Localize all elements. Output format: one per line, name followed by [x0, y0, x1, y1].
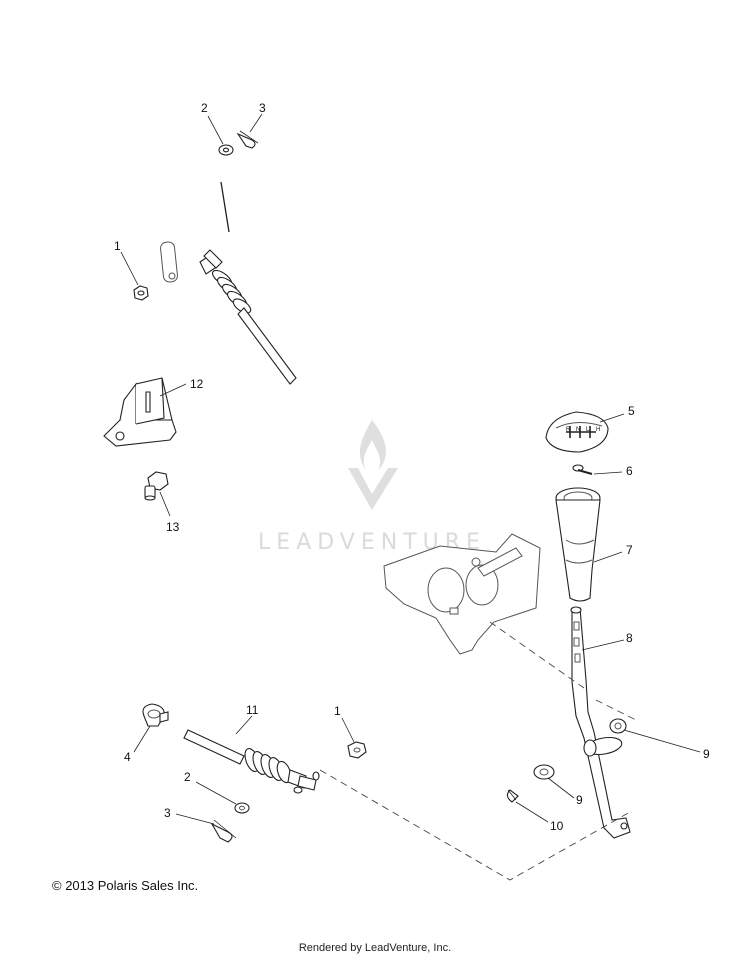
callout-13: 13 — [166, 520, 180, 534]
callout-3-bottom: 3 — [164, 806, 171, 820]
hex-nut-part — [133, 285, 149, 301]
callout-7: 7 — [626, 543, 633, 557]
callout-1-bottom: 1 — [334, 704, 341, 718]
bracket-part — [103, 377, 177, 447]
leader-8 — [581, 639, 625, 651]
leader-6 — [593, 471, 623, 475]
shift-knob-part — [545, 411, 609, 453]
assembly-dash-line-c — [595, 699, 637, 721]
screw-part — [572, 464, 593, 475]
assembly-dash-line-b — [319, 769, 631, 881]
v-logo-icon — [348, 468, 398, 510]
leader-5 — [599, 413, 625, 423]
bushing-right-part — [609, 718, 627, 734]
washer-hole — [222, 147, 230, 153]
e-clip-part — [506, 789, 519, 803]
cotter-pin-part — [236, 130, 259, 149]
hex-nut-lower-part — [347, 741, 367, 759]
svg-text:H: H — [596, 427, 600, 433]
callout-3-top: 3 — [259, 101, 266, 115]
bushing-lower-part — [533, 764, 555, 780]
leader-13 — [159, 491, 171, 517]
shift-pattern-icon — [566, 426, 596, 438]
shift-boot-part — [555, 487, 601, 602]
shift-lever-part — [570, 606, 631, 839]
leader-3-bottom — [175, 813, 215, 825]
leadventure-watermark: LEADVENTURE — [258, 420, 480, 555]
svg-text:L: L — [586, 427, 590, 433]
assembly-dash-line-a — [489, 621, 585, 689]
callout-9-right: 9 — [703, 747, 710, 761]
leader-2-top — [207, 115, 224, 145]
callout-6: 6 — [626, 464, 633, 478]
leader-2-bottom — [195, 781, 237, 805]
callout-10: 10 — [550, 819, 564, 833]
callout-9-lower: 9 — [576, 793, 583, 807]
leader-12 — [159, 383, 187, 397]
callout-12: 12 — [190, 377, 204, 391]
knob-shift-pattern-labels: R N L H — [566, 427, 600, 433]
leader-9-right — [623, 729, 701, 753]
callout-2-bottom: 2 — [184, 770, 191, 784]
callout-1-top: 1 — [114, 239, 121, 253]
callout-8: 8 — [626, 631, 633, 645]
leader-10 — [515, 801, 549, 823]
cotter-pin-lower-part — [210, 819, 237, 843]
flange-bolt-part — [144, 471, 169, 501]
callout-4: 4 — [124, 750, 131, 764]
leader-3-top — [249, 113, 263, 133]
leader-11 — [235, 715, 253, 735]
leader-7 — [593, 551, 623, 563]
flame-icon — [359, 420, 386, 470]
leader-4 — [133, 725, 151, 753]
svg-text:N: N — [576, 427, 580, 433]
upper-cable-part — [160, 241, 297, 385]
callout-11: 11 — [246, 703, 259, 717]
leader-1-bottom — [341, 717, 355, 743]
pin-rod-part — [220, 181, 230, 233]
lower-cable-part — [183, 729, 320, 794]
cable-clamp-part — [142, 703, 169, 727]
rendered-by-credit: Rendered by LeadVenture, Inc. — [298, 942, 452, 954]
callout-2-top: 2 — [201, 101, 208, 115]
leader-9-lower — [547, 777, 575, 799]
leader-1-top — [120, 251, 139, 286]
svg-text:R: R — [566, 427, 571, 433]
console-plate-part — [383, 533, 541, 655]
copyright-notice: © 2013 Polaris Sales Inc. — [52, 878, 199, 893]
callout-5: 5 — [628, 404, 635, 418]
